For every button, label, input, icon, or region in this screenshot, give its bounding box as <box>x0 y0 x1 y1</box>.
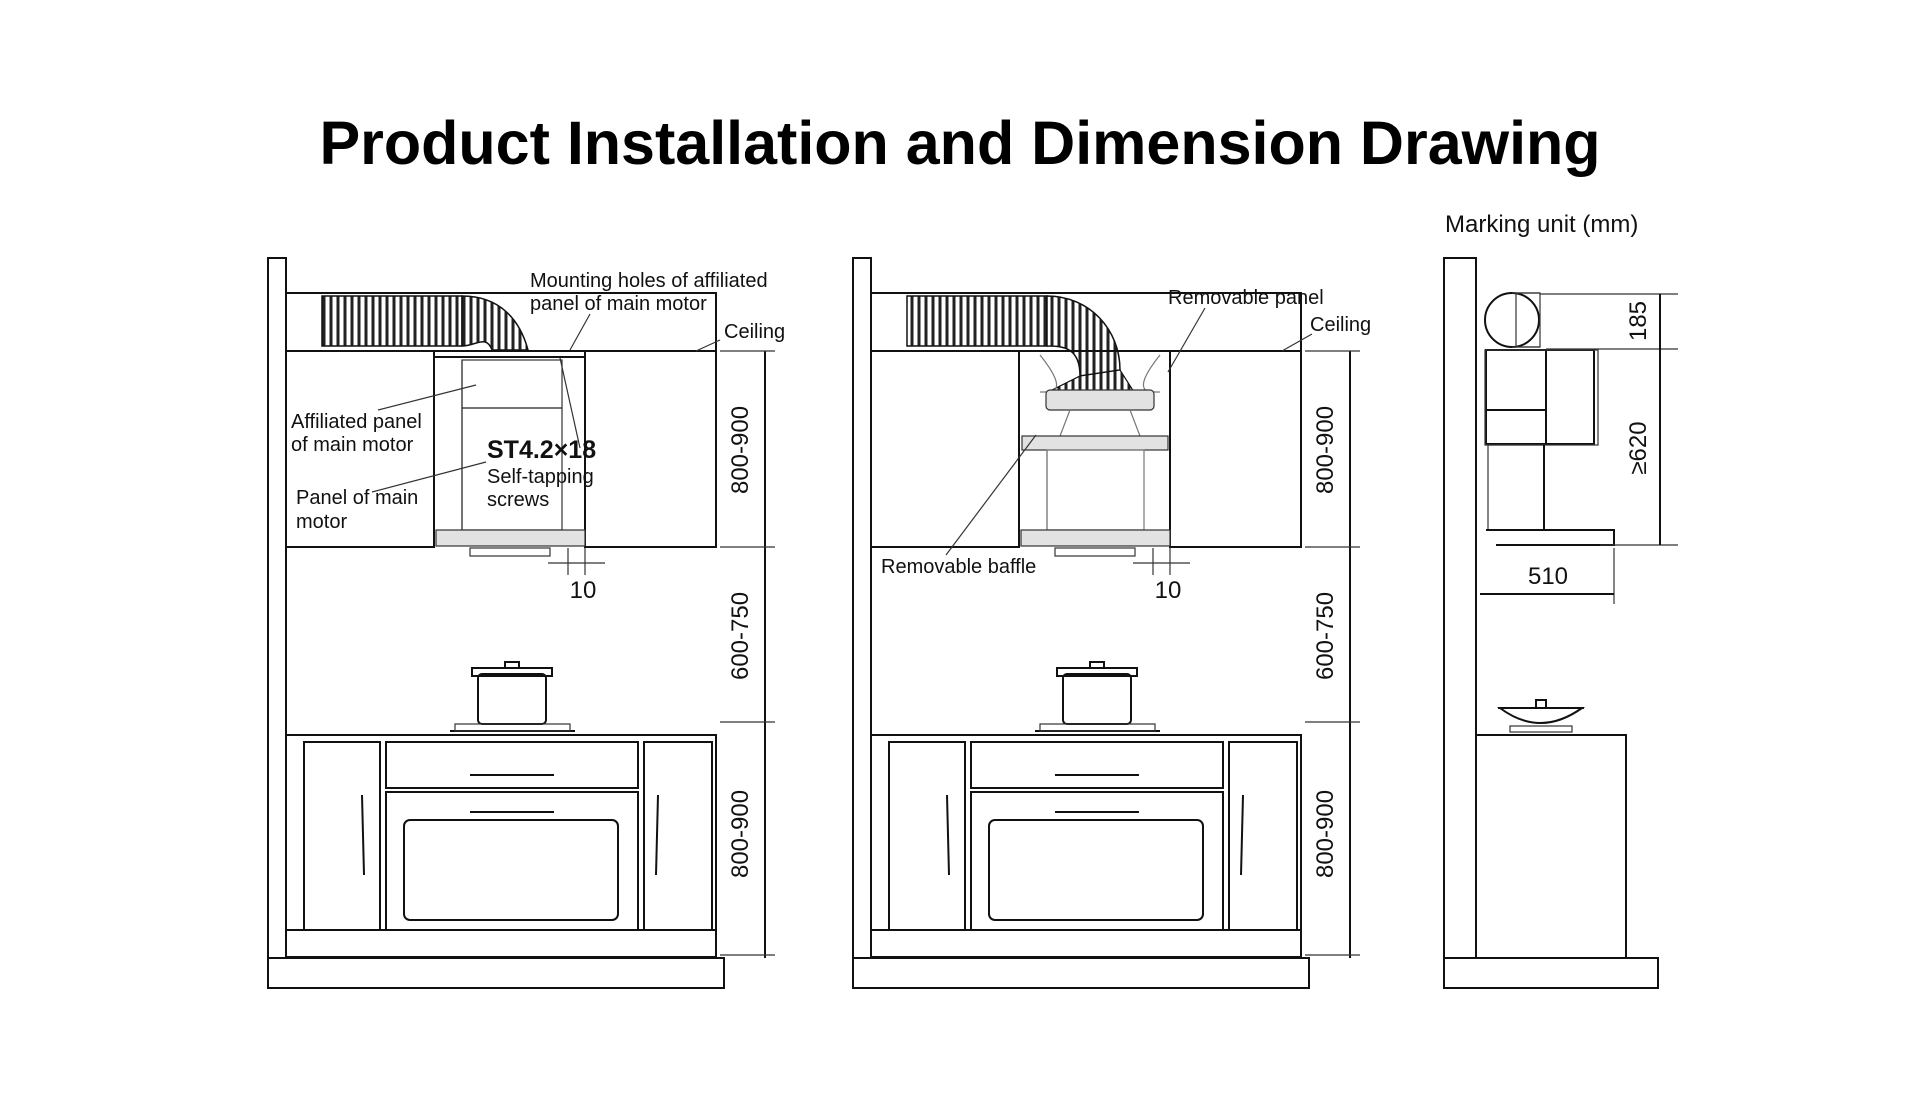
side-dim-depth: 510 <box>1528 563 1568 590</box>
left-labels: Mounting holes of affiliated panel of ma… <box>291 270 785 533</box>
left-floor <box>267 957 725 989</box>
side-view: 185 ≥620 510 <box>1443 257 1678 989</box>
middle-labels: Removable panel Ceiling Removable baffle <box>881 287 1371 578</box>
svg-text:Removable panel: Removable panel <box>1168 287 1324 309</box>
side-floor <box>1443 957 1659 989</box>
left-range-hood <box>433 350 586 557</box>
side-cooktop-pot <box>1496 699 1586 733</box>
middle-dim-clearance: 600-750 <box>1312 592 1339 680</box>
left-wall <box>267 257 287 959</box>
svg-text:panel of main motor: panel of main motor <box>530 293 707 315</box>
left-duct <box>321 295 529 351</box>
side-base-cabinet <box>1475 734 1627 959</box>
middle-dim-base: 800-900 <box>1312 790 1339 878</box>
svg-text:motor: motor <box>296 511 347 533</box>
svg-text:screws: screws <box>487 489 549 511</box>
middle-dimensions: 800-900 600-750 800-900 10 <box>1133 350 1360 958</box>
middle-wall <box>852 257 872 959</box>
left-upper-cabinet-left <box>285 350 435 548</box>
middle-view: 800-900 600-750 800-900 10 Removable pan… <box>852 257 1371 989</box>
middle-base-cabinet <box>870 734 1302 959</box>
left-dim-clearance: 600-750 <box>727 592 754 680</box>
middle-duct <box>906 295 1136 393</box>
left-cooktop-pot <box>450 661 575 732</box>
left-dimensions: 800-900 600-750 800-900 10 <box>548 350 775 958</box>
unit-note: Marking unit (mm) <box>1445 211 1639 238</box>
svg-text:Ceiling: Ceiling <box>724 321 785 343</box>
side-duct <box>1484 292 1541 348</box>
svg-text:Self-tapping: Self-tapping <box>487 466 594 488</box>
side-range-hood <box>1484 349 1615 546</box>
side-dim-hood: ≥620 <box>1625 421 1652 474</box>
middle-dim-upper: 800-900 <box>1312 406 1339 494</box>
left-upper-cabinet-right <box>584 350 717 548</box>
svg-text:Removable baffle: Removable baffle <box>881 556 1036 578</box>
svg-text:Affiliated panel: Affiliated panel <box>291 411 422 433</box>
left-base-cabinet <box>285 734 717 959</box>
side-dim-duct: 185 <box>1625 301 1652 341</box>
left-dim-gap: 10 <box>570 577 597 604</box>
svg-text:Mounting holes of affiliated: Mounting holes of affiliated <box>530 270 768 292</box>
page-title: Product Installation and Dimension Drawi… <box>319 109 1601 177</box>
left-dim-base: 800-900 <box>727 790 754 878</box>
svg-text:ST4.2×18: ST4.2×18 <box>487 436 596 464</box>
side-dimensions: 185 ≥620 510 <box>1480 293 1678 604</box>
side-wall <box>1443 257 1477 959</box>
middle-cooktop-pot <box>1035 661 1160 732</box>
middle-floor <box>852 957 1310 989</box>
svg-text:Panel of main: Panel of main <box>296 487 418 509</box>
left-view: 800-900 600-750 800-900 10 Mounting hole… <box>267 257 785 989</box>
middle-upper-cabinet-left <box>870 350 1020 548</box>
middle-dim-gap: 10 <box>1155 577 1182 604</box>
middle-upper-cabinet-right <box>1169 350 1302 548</box>
svg-text:Ceiling: Ceiling <box>1310 314 1371 336</box>
left-dim-upper: 800-900 <box>727 406 754 494</box>
middle-range-hood <box>1020 354 1171 557</box>
svg-text:of main motor: of main motor <box>291 434 414 456</box>
